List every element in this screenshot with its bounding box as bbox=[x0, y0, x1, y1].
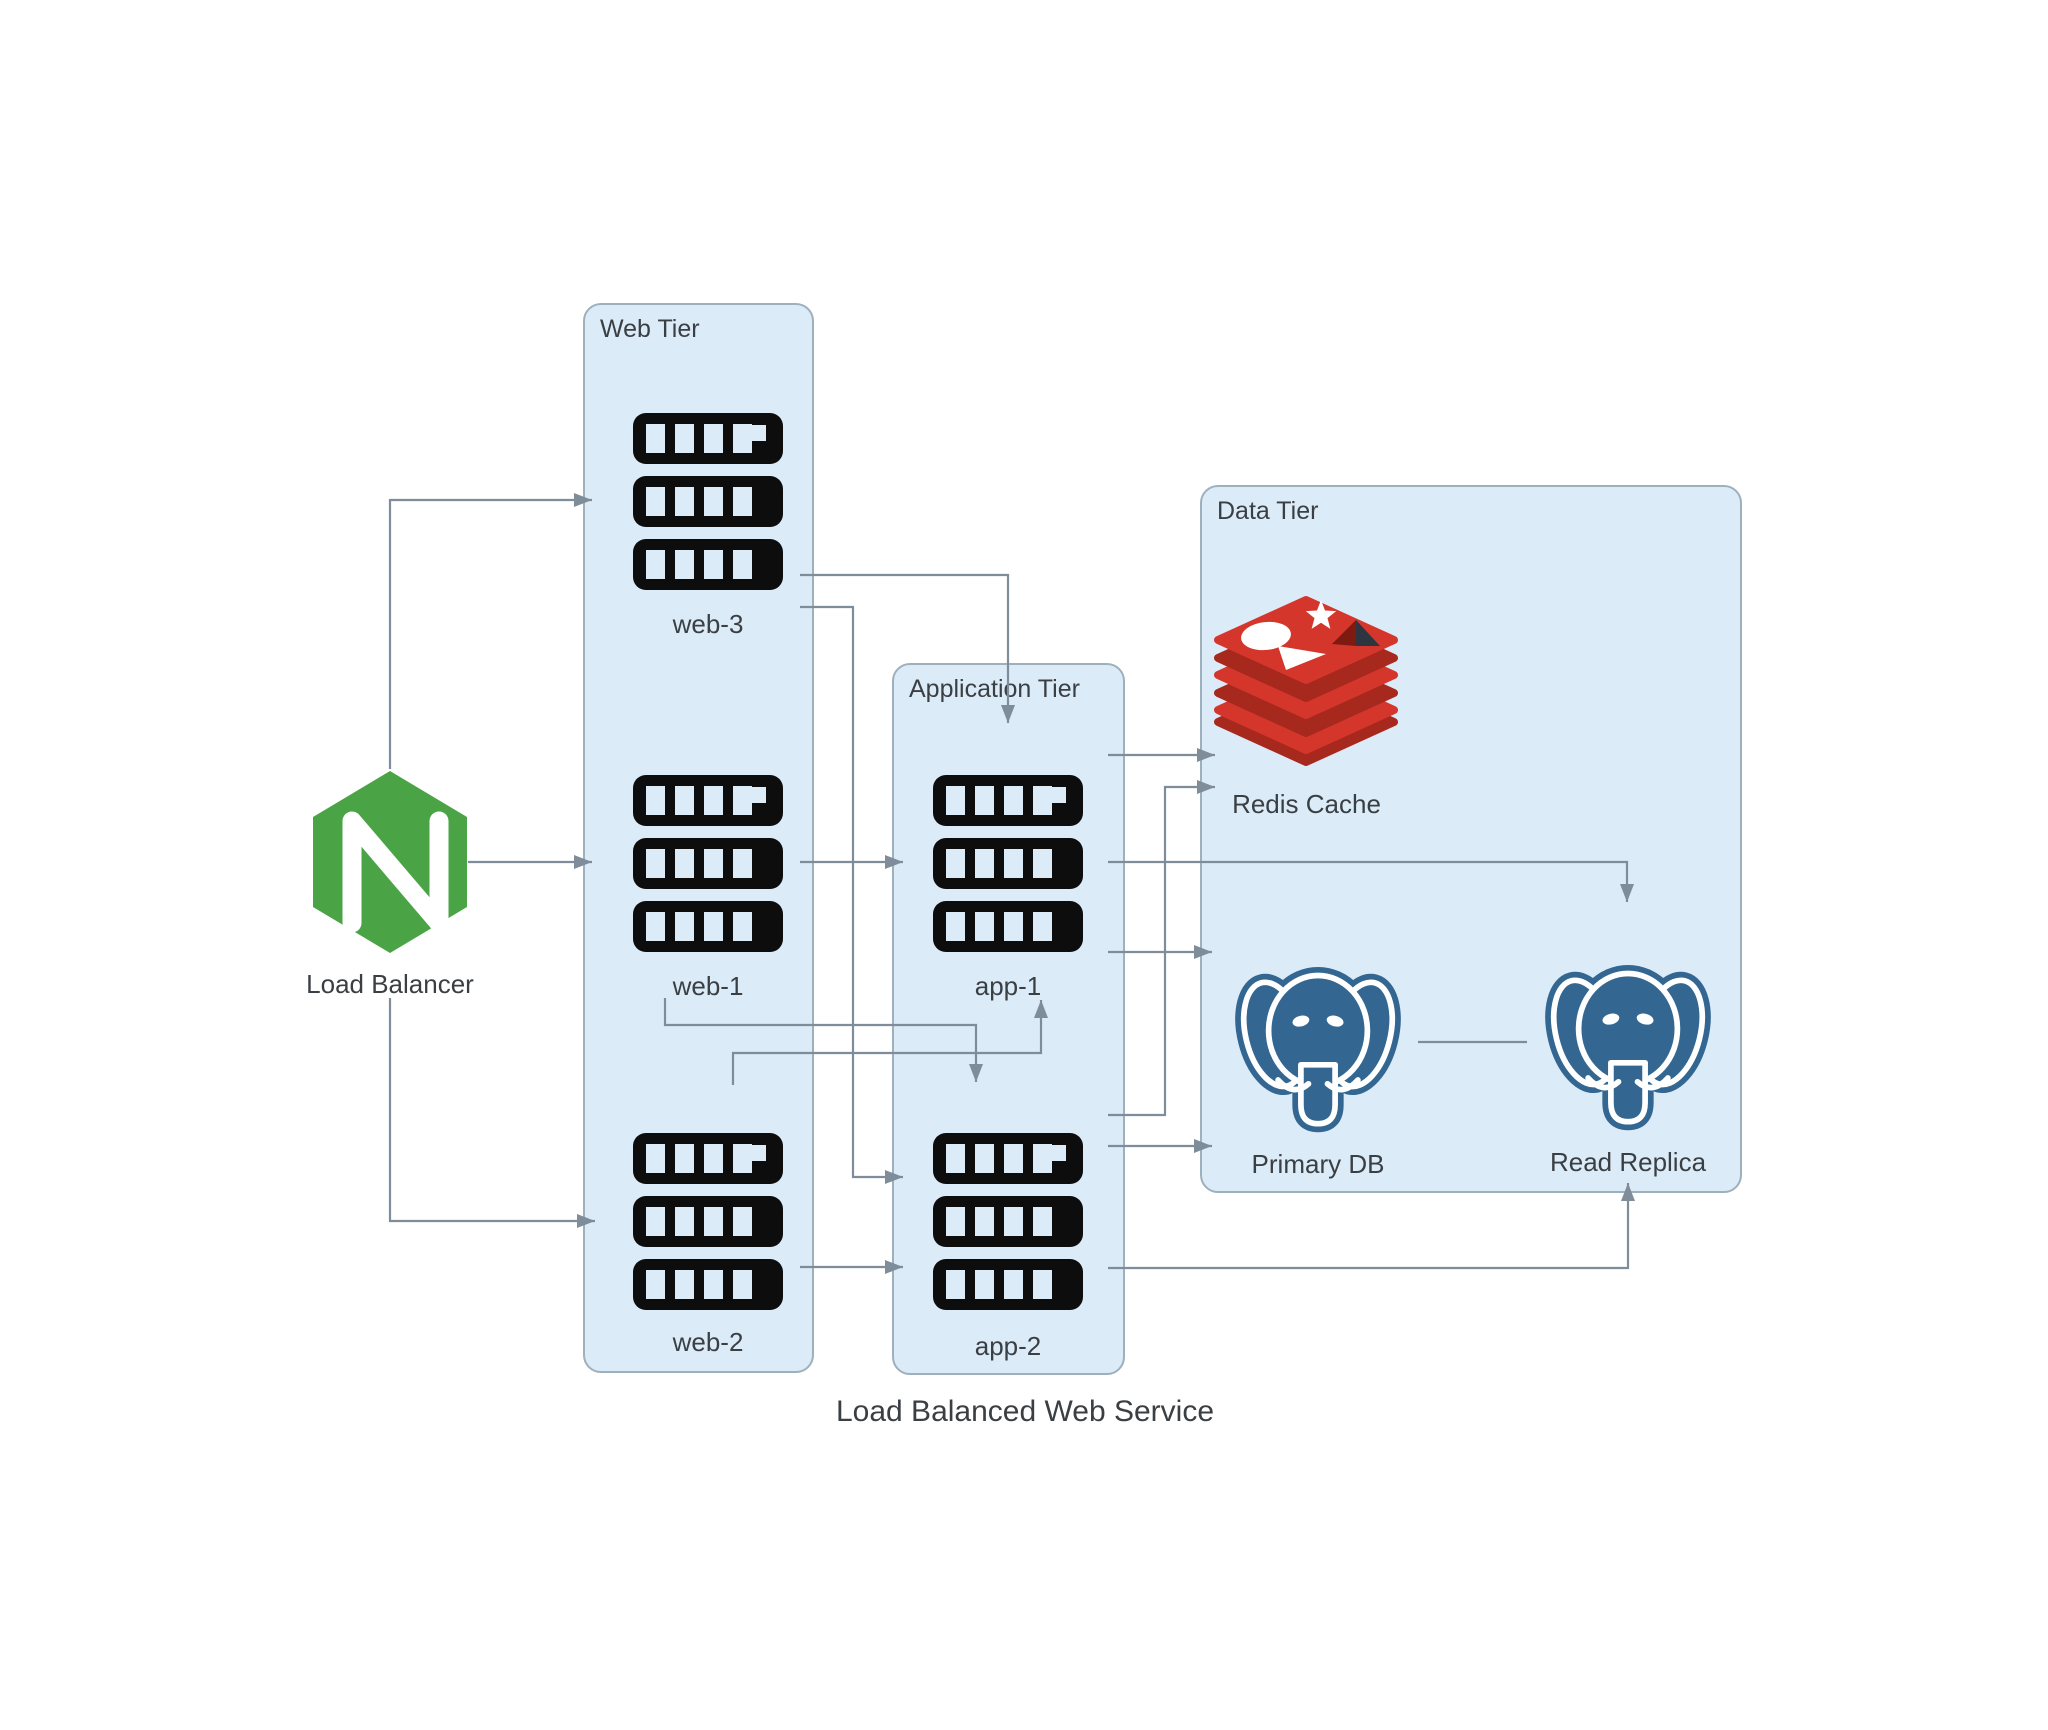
node-app-1-label: app-1 bbox=[974, 971, 1042, 1001]
redis-top-shapes bbox=[1241, 600, 1380, 670]
node-web-2: web-2 bbox=[633, 1133, 783, 1357]
node-web-2-label: web-2 bbox=[672, 1327, 744, 1357]
node-read-replica-label: Read Replica bbox=[1549, 1147, 1707, 1177]
node-web-3: web-3 bbox=[633, 413, 783, 639]
node-primary-db-label: Primary DB bbox=[1251, 1149, 1385, 1179]
edge-load-balancer-web-3 bbox=[388, 493, 592, 769]
node-app-1: app-1 bbox=[933, 775, 1083, 1001]
server-stack-icon bbox=[933, 1133, 1083, 1310]
node-read-replica: Read Replica bbox=[1533, 945, 1723, 1177]
node-load-balancer: Load Balancer bbox=[306, 771, 474, 999]
server-stack-icon bbox=[633, 413, 783, 590]
node-redis-cache: Redis Cache bbox=[1214, 594, 1399, 819]
group-application-tier-label: Application Tier bbox=[909, 675, 1080, 703]
postgresql-logo-icon bbox=[1235, 966, 1401, 1133]
redis-logo-icon bbox=[1214, 596, 1398, 766]
edge-web-3-app-2 bbox=[800, 605, 903, 1184]
diagram-title: Load Balanced Web Service bbox=[835, 1395, 1215, 1428]
node-web-3-label: web-3 bbox=[672, 609, 744, 639]
server-stack-icon bbox=[933, 775, 1083, 952]
server-stack-icon bbox=[633, 775, 783, 952]
edge-load-balancer-web-2 bbox=[388, 998, 595, 1228]
nginx-logo-icon bbox=[313, 771, 467, 953]
group-data-tier-label: Data Tier bbox=[1217, 497, 1319, 525]
node-app-2: app-2 bbox=[933, 1133, 1083, 1361]
group-web-tier-label: Web Tier bbox=[600, 315, 700, 343]
server-stack-icon bbox=[633, 1133, 783, 1310]
node-primary-db: Primary DB bbox=[1223, 947, 1413, 1179]
node-load-balancer-label: Load Balancer bbox=[306, 969, 474, 999]
node-app-2-label: app-2 bbox=[974, 1331, 1042, 1361]
postgresql-logo-icon bbox=[1545, 964, 1711, 1131]
node-web-1: web-1 bbox=[633, 775, 783, 1001]
node-web-1-label: web-1 bbox=[672, 971, 744, 1001]
edge-app-2-read-replica bbox=[1108, 1183, 1635, 1270]
node-redis-cache-label: Redis Cache bbox=[1232, 789, 1381, 819]
